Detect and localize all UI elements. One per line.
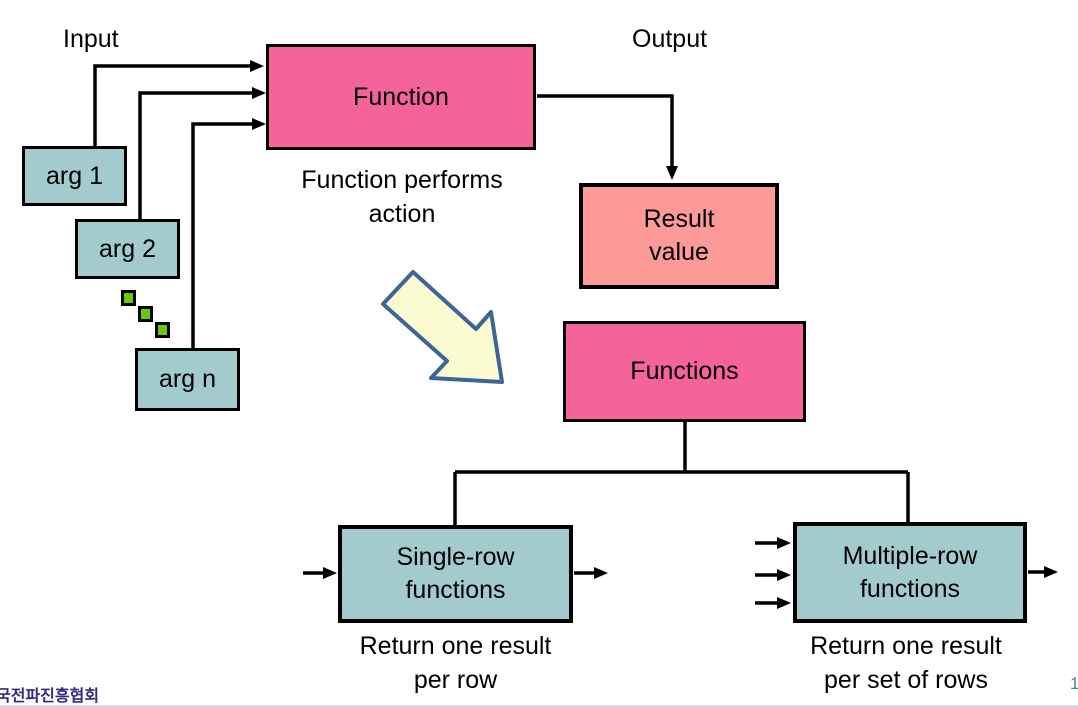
result-value-line1: Result	[643, 205, 715, 233]
slide-bottom-edge	[0, 705, 1078, 707]
multiple-row-caption-line2: per set of rows	[824, 666, 988, 694]
multiple-row-caption-line1: Return one result	[810, 632, 1002, 660]
input-label: Input	[63, 25, 119, 53]
argn-label: arg n	[159, 365, 216, 393]
arg2-label: arg 2	[99, 234, 156, 263]
function-caption: Function performs action	[267, 163, 537, 231]
output-label: Output	[632, 25, 708, 53]
arg2-to-function-connector	[138, 87, 266, 219]
result-value-box: Result value	[579, 183, 779, 289]
function-box-label: Function	[353, 82, 449, 111]
functions-tree-connector	[453, 421, 910, 526]
ellipsis-square-icon	[155, 322, 170, 338]
single-row-caption: Return one result per row	[323, 629, 588, 697]
functions-box-label: Functions	[630, 357, 739, 385]
arg2-box: arg 2	[75, 219, 180, 279]
multiple-row-line1: Multiple-row	[842, 541, 978, 570]
result-value-line2: value	[649, 238, 709, 266]
single-row-line2: functions	[405, 576, 506, 604]
down-right-block-arrow-icon	[381, 270, 504, 384]
arg1-label: arg 1	[46, 161, 103, 190]
function-caption-line2: action	[368, 200, 436, 228]
single-row-line1: Single-row	[396, 543, 515, 571]
ellipsis-square-icon	[138, 306, 153, 322]
multiple-row-functions-box: Multiple-row functions	[793, 522, 1027, 623]
arg1-to-function-connector	[93, 60, 264, 147]
page-number: 1	[1070, 674, 1078, 693]
functions-box: Functions	[563, 321, 806, 422]
single-row-caption-line1: Return one result	[359, 632, 552, 660]
arg1-box: arg 1	[22, 146, 127, 206]
function-caption-line1: Function performs	[301, 166, 503, 194]
multiple-row-caption: Return one result per set of rows	[766, 629, 1046, 697]
function-box: Function	[266, 44, 536, 150]
argn-box: arg n	[135, 348, 240, 411]
single-row-functions-box: Single-row functions	[338, 525, 573, 623]
argn-to-function-connector	[191, 118, 266, 348]
korea-radio-association-logo: 국전파진흥협회	[0, 688, 100, 705]
multiple-row-line2: functions	[859, 574, 961, 603]
ellipsis-square-icon	[121, 290, 136, 306]
single-row-caption-line2: per row	[413, 666, 498, 694]
function-to-result-connector	[537, 94, 678, 180]
